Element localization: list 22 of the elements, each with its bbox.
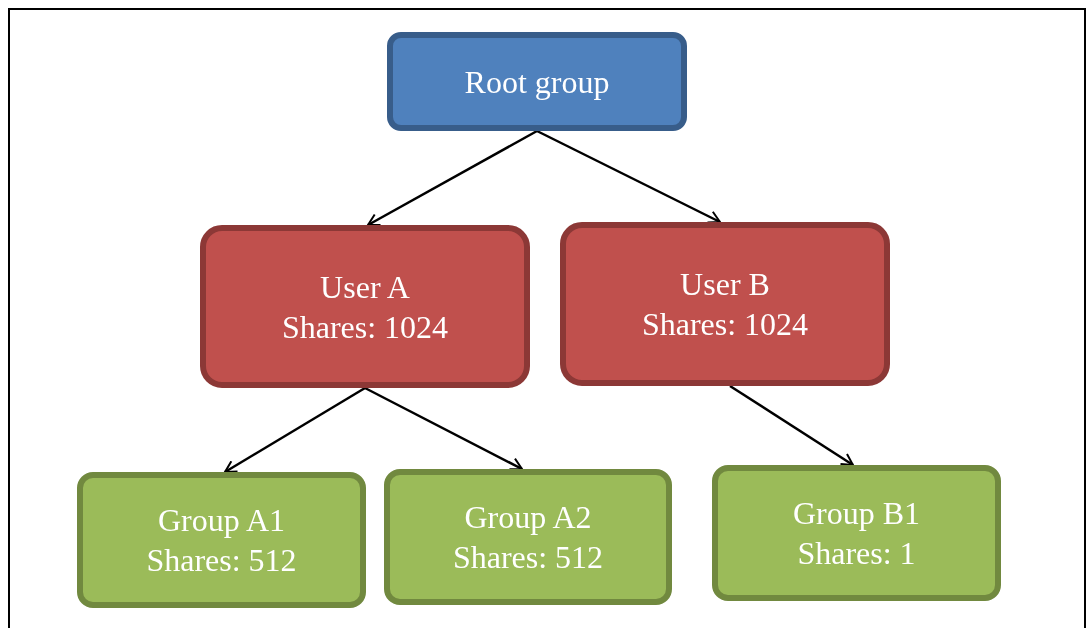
arrow — [367, 129, 538, 227]
node-label: Group A1 — [157, 501, 286, 540]
node-label: Root group — [464, 62, 610, 102]
process-box — [387, 32, 687, 131]
arrow — [364, 386, 523, 471]
node-label: Shares: 512 — [452, 538, 604, 577]
node-label: Shares: 512 — [146, 541, 297, 580]
node-label: User B — [680, 265, 770, 304]
node-label: Group B1 — [792, 494, 921, 533]
process-box — [200, 225, 530, 388]
node-label: Shares: 1024 — [281, 307, 449, 347]
process-box — [77, 472, 366, 608]
node-label: Shares: 1024 — [641, 305, 809, 344]
arrow — [536, 129, 721, 224]
arrow — [729, 384, 854, 467]
node-label: Group A2 — [464, 498, 592, 537]
node-label: User A — [320, 267, 410, 307]
process-box — [560, 222, 890, 386]
process-box — [384, 469, 672, 605]
arrow — [224, 386, 366, 474]
process-box — [712, 465, 1001, 601]
node-label: Shares: 1 — [797, 534, 916, 573]
